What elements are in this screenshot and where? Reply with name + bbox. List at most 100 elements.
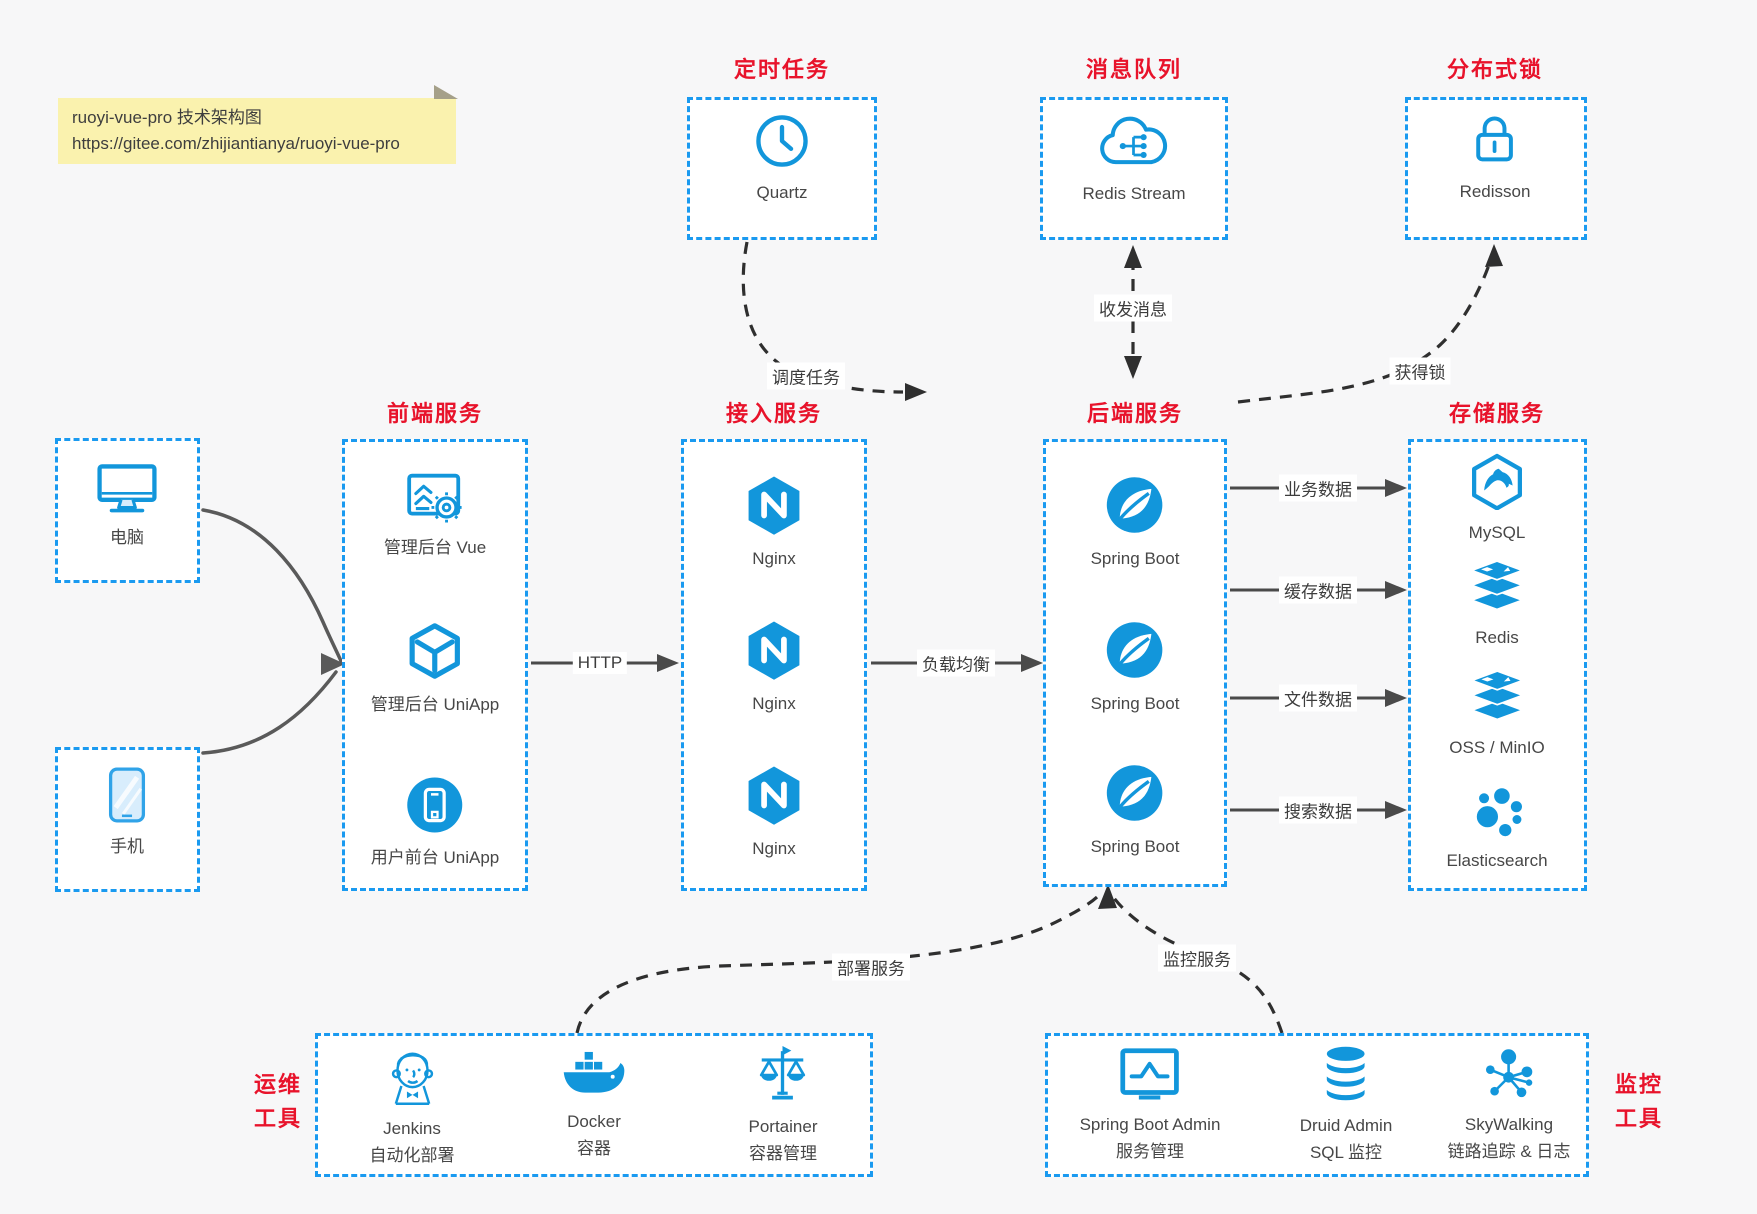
- node-label: Spring Boot: [1090, 694, 1180, 713]
- node-label: 手机: [110, 837, 144, 856]
- node-label: Portainer: [748, 1117, 818, 1136]
- edge-label-http: HTTP: [572, 652, 628, 674]
- edge-label-schedule-task: 调度任务: [767, 362, 845, 390]
- node-label: Jenkins: [383, 1119, 441, 1138]
- group-box-lock: [1405, 97, 1587, 240]
- devops-side-label: 运维 工具: [253, 1072, 302, 1131]
- node-label: Nginx: [752, 549, 796, 568]
- node-desc: 容器管理: [748, 1144, 817, 1163]
- node-label: Druid Admin: [1299, 1116, 1393, 1135]
- node-quartz: Quartz: [753, 112, 811, 205]
- node-label: SkyWalking: [1464, 1115, 1554, 1134]
- node-label: 电脑: [110, 528, 144, 547]
- node-spring-boot-2: Spring Boot: [1090, 619, 1180, 716]
- cloud-share-icon: [1096, 114, 1172, 171]
- group-title-backend: 后端服务: [1086, 401, 1184, 426]
- topology-icon: [1481, 1046, 1537, 1102]
- edge-label-monitor-service: 监控服务: [1158, 944, 1236, 972]
- node-label: Elasticsearch: [1446, 851, 1548, 870]
- note-url: https://gitee.com/zhijiantianya/ruoyi-vu…: [72, 134, 400, 153]
- node-label: Redisson: [1459, 182, 1531, 201]
- admin-vue-icon: [406, 471, 464, 525]
- monitoring-side-label: 监控 工具: [1614, 1072, 1663, 1131]
- node-user-uniapp: 用户前台 UniApp: [371, 775, 499, 870]
- node-label: Spring Boot Admin: [1079, 1115, 1221, 1134]
- lock-icon: [1467, 110, 1523, 169]
- nginx-icon: [745, 764, 803, 826]
- node-desc: SQL 监控: [1309, 1143, 1383, 1162]
- node-label: Redis: [1475, 628, 1519, 647]
- group-title-frontend: 前端服务: [386, 401, 484, 426]
- redis-stack-icon: [1466, 670, 1528, 725]
- group-title-gateway: 接入服务: [725, 401, 823, 426]
- group-title-mq: 消息队列: [1085, 57, 1183, 82]
- node-admin-vue: 管理后台 Vue: [384, 471, 486, 560]
- user-app-icon: [405, 775, 465, 835]
- node-spring-boot-1: Spring Boot: [1091, 474, 1179, 571]
- uniapp-cube-icon: [404, 620, 466, 682]
- node-desc: 服务管理: [1116, 1142, 1184, 1161]
- node-label: Docker: [567, 1112, 621, 1131]
- edge-label-send-receive-message: 收发消息: [1094, 294, 1172, 322]
- node-druid-admin: Druid Admin SQL 监控: [1299, 1044, 1393, 1165]
- spring-boot-icon: [1104, 762, 1166, 824]
- node-nginx-3: Nginx: [745, 764, 803, 861]
- edge-label-business-data: 业务数据: [1279, 474, 1357, 502]
- node-skywalking: SkyWalking 链路追踪 & 日志: [1447, 1046, 1571, 1164]
- node-desc: 自动化部署: [369, 1146, 455, 1165]
- node-label: OSS / MinIO: [1449, 738, 1545, 757]
- node-elasticsearch: Elasticsearch: [1446, 782, 1548, 873]
- node-admin-uniapp: 管理后台 UniApp: [371, 620, 499, 717]
- node-redisson: Redisson: [1459, 110, 1531, 204]
- node-nginx-1: Nginx: [745, 474, 803, 571]
- database-icon: [1319, 1044, 1373, 1103]
- note-fold-corner: [434, 85, 458, 99]
- node-desc: 链路追踪 & 日志: [1447, 1142, 1571, 1161]
- straight-arrowheads: [657, 479, 1407, 819]
- spring-boot-icon: [1104, 474, 1166, 536]
- edge-label-cache-data: 缓存数据: [1279, 576, 1357, 604]
- group-box-monitoring: [1045, 1033, 1589, 1177]
- sticky-note: ruoyi-vue-pro 技术架构图 https://gitee.com/zh…: [58, 85, 458, 164]
- merge-arrowhead: [321, 653, 345, 675]
- node-phone: 手机: [105, 766, 149, 859]
- node-label: Redis Stream: [1082, 184, 1186, 203]
- node-mysql: MySQL: [1468, 452, 1526, 545]
- desktop-icon: [96, 462, 158, 515]
- group-title-lock: 分布式锁: [1446, 57, 1544, 82]
- node-label: 管理后台 UniApp: [370, 695, 500, 714]
- mysql-icon: [1468, 452, 1526, 511]
- node-spring-boot-3: Spring Boot: [1091, 762, 1179, 859]
- edge-label-load-balance: 负载均衡: [917, 649, 995, 677]
- group-box-scheduled: [687, 97, 877, 240]
- node-redis-stream: Redis Stream: [1082, 114, 1186, 206]
- node-docker: Docker 容器: [561, 1050, 627, 1161]
- node-spring-boot-admin: Spring Boot Admin 服务管理: [1079, 1046, 1221, 1164]
- docker-icon: [561, 1050, 627, 1099]
- note-title: ruoyi-vue-pro 技术架构图: [72, 108, 262, 127]
- node-pc: 电脑: [96, 462, 158, 550]
- node-label: Nginx: [752, 839, 796, 858]
- node-portainer: Portainer 容器管理: [748, 1044, 818, 1166]
- nginx-icon: [745, 474, 803, 536]
- node-label: Nginx: [752, 694, 796, 713]
- node-nginx-2: Nginx: [745, 619, 803, 716]
- node-desc: 容器: [577, 1139, 611, 1158]
- edge-label-search-data: 搜索数据: [1279, 796, 1357, 824]
- monitor-chart-icon: [1119, 1046, 1181, 1102]
- dashed-arrowheads: [905, 244, 1503, 909]
- clock-icon: [753, 112, 811, 170]
- portainer-icon: [756, 1044, 810, 1104]
- jenkins-icon: [384, 1046, 440, 1106]
- edge-label-file-data: 文件数据: [1279, 684, 1357, 712]
- node-label: 管理后台 Vue: [383, 538, 487, 557]
- node-jenkins: Jenkins 自动化部署: [370, 1046, 455, 1168]
- group-title-scheduled: 定时任务: [733, 57, 831, 82]
- node-label: 用户前台 UniApp: [370, 848, 500, 867]
- group-title-storage: 存储服务: [1448, 401, 1546, 426]
- edge-label-deploy-service: 部署服务: [832, 953, 910, 981]
- node-redis: Redis: [1466, 560, 1528, 650]
- node-oss-minio: OSS / MinIO: [1449, 670, 1545, 760]
- elasticsearch-icon: [1468, 782, 1526, 838]
